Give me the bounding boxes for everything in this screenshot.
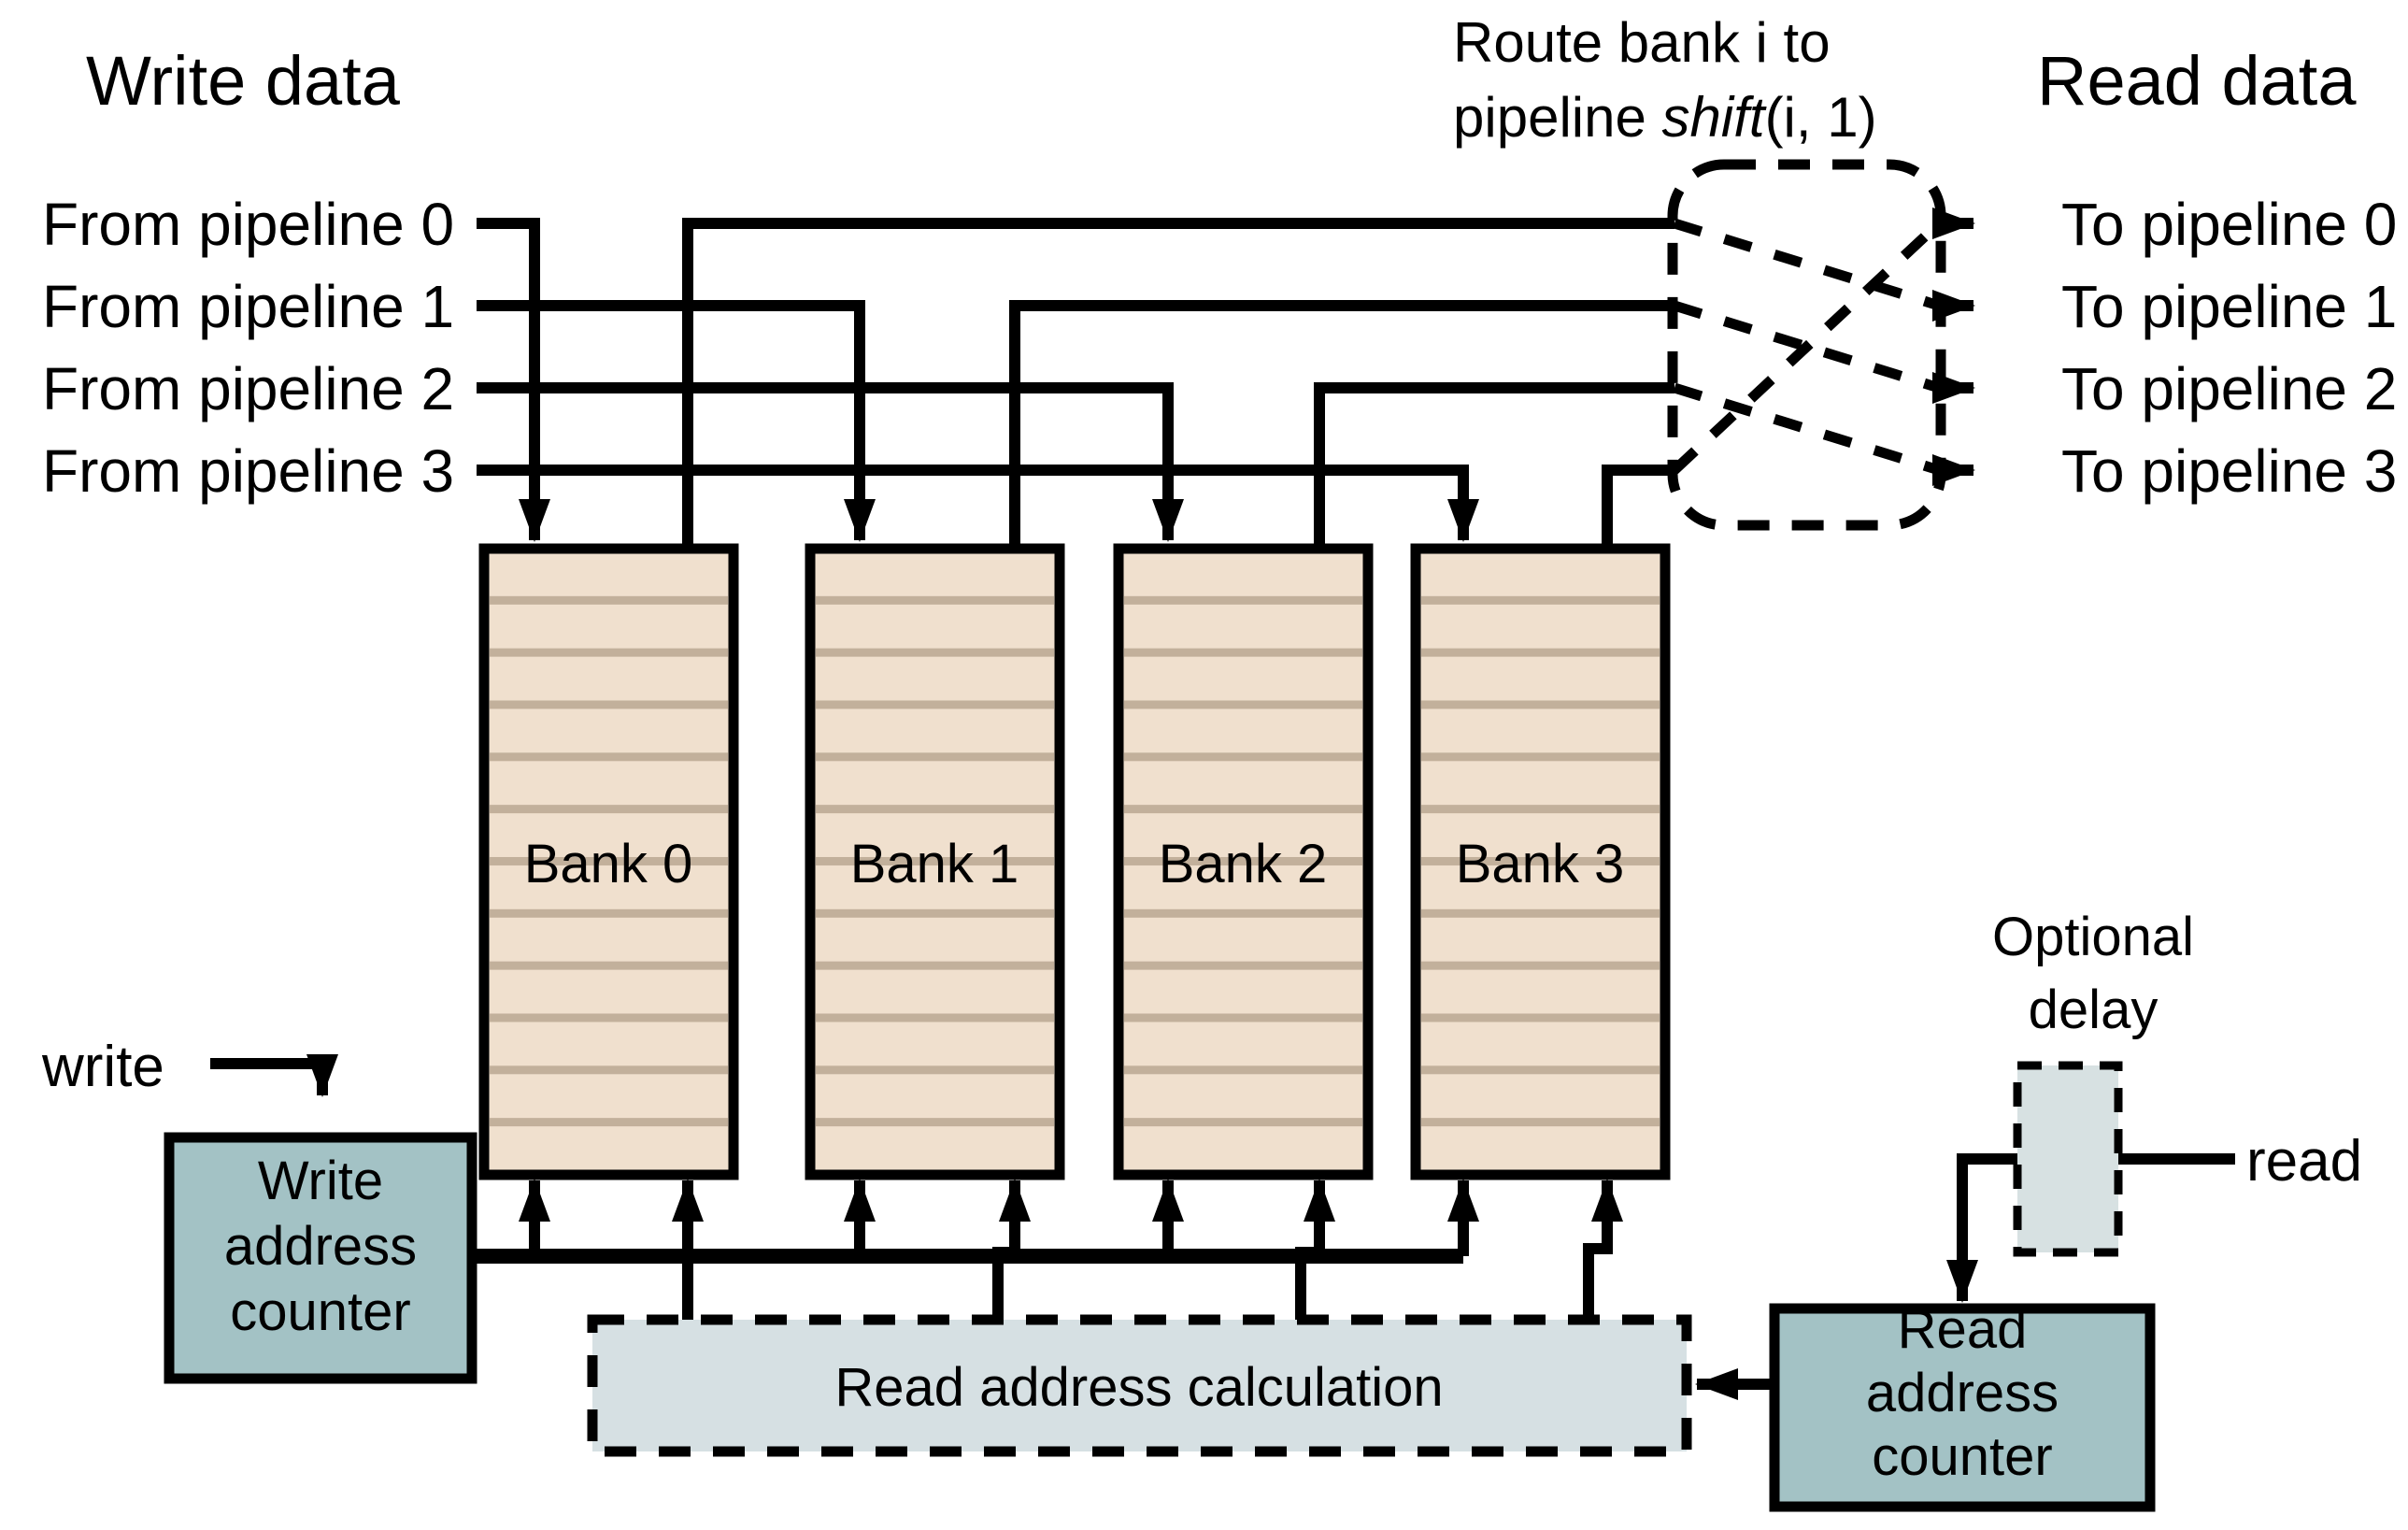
router-note-line1: Route bank i to: [1453, 11, 1831, 74]
bank-1-rows: [816, 553, 1054, 1170]
bank-2-border: [1113, 543, 1374, 1180]
bank-3-rows: [1421, 553, 1660, 1170]
pipeline-input-label-2: From pipeline 2: [42, 355, 454, 422]
bank-1: Bank 1: [805, 543, 1065, 1180]
read-address-arrow-2: [1295, 1179, 1335, 1320]
optional-delay-box: [2013, 1061, 2123, 1257]
router-note-line2-suffix: (i, 1): [1765, 86, 1877, 149]
write-drop-line-2: [477, 382, 1184, 542]
write-drop-line-0: [477, 218, 550, 542]
bank-0: Bank 0: [478, 543, 739, 1180]
delay-to-counter-arrow: [1946, 1153, 2017, 1303]
bank-0-rows: [490, 553, 728, 1170]
read-address-arrow-3: [1583, 1179, 1623, 1320]
write-signal-arrow: [210, 1054, 338, 1097]
write-drop-line-3: [477, 465, 1479, 542]
write-signal-label: write: [41, 1035, 164, 1099]
optional-delay-label-line1: Optional: [1992, 907, 2194, 967]
router-cross-line-1: [1673, 300, 1941, 393]
pipeline-input-label-3: From pipeline 3: [42, 437, 454, 505]
read-address-arrow-1: [992, 1179, 1031, 1320]
bank-read-line-0: [682, 218, 1674, 549]
read-signal-label: read: [2246, 1129, 2362, 1194]
pipeline-output-label-3: To pipeline 3: [2061, 437, 2397, 505]
read-address-counter-line2: address: [1866, 1363, 2059, 1423]
bank-2-label: Bank 2: [1159, 834, 1328, 894]
bank-2-rows: [1124, 553, 1362, 1170]
write-address-counter-line3: counter: [230, 1281, 410, 1342]
pipeline-output-label-1: To pipeline 1: [2061, 273, 2397, 340]
bank-0-label: Bank 0: [524, 834, 693, 894]
bank-3: Bank 3: [1410, 543, 1671, 1180]
write-address-counter-line1: Write: [258, 1151, 383, 1211]
router-box: [1667, 159, 1946, 531]
bank-read-line-2: [1314, 382, 1674, 549]
read-address-calculation-box: [587, 1314, 1692, 1457]
bank-1-label: Bank 1: [850, 834, 1019, 894]
router-note-line2: pipeline shift(i, 1): [1453, 86, 1877, 149]
optional-delay-label-line2: delay: [2029, 979, 2159, 1040]
bank-read-line-1: [1009, 300, 1674, 549]
write-address-counter-box: [164, 1132, 477, 1384]
pipeline-output-label-2: To pipeline 2: [2061, 355, 2397, 422]
router-cross-line-3: [1671, 219, 1943, 475]
read-address-counter-line1: Read: [1898, 1299, 2028, 1360]
pipeline-input-label-1: From pipeline 1: [42, 273, 454, 340]
read-address-calculation-label: Read address calculation: [834, 1357, 1443, 1418]
read-data-title: Read data: [2037, 42, 2357, 120]
write-address-counter-line2: address: [224, 1216, 417, 1277]
bank-3-label: Bank 3: [1456, 834, 1625, 894]
bank-1-border: [805, 543, 1065, 1180]
router-cross-line-0: [1673, 218, 1941, 311]
bank-2: Bank 2: [1113, 543, 1374, 1180]
write-drop-line-1: [477, 300, 876, 542]
bank-read-line-3: [1602, 465, 1674, 549]
pipeline-output-label-0: To pipeline 0: [2061, 191, 2397, 258]
read-address-counter-line3: counter: [1872, 1426, 2052, 1487]
bank-0-border: [478, 543, 739, 1180]
bank-3-border: [1410, 543, 1671, 1180]
pipeline-input-label-0: From pipeline 0: [42, 191, 454, 258]
router-cross-line-2: [1673, 382, 1941, 476]
write-data-title: Write data: [86, 42, 401, 120]
read-address-counter-box: [1769, 1303, 2156, 1512]
router-note-shift-italic: shift: [1662, 86, 1767, 149]
router-note-line2-prefix: pipeline: [1453, 86, 1662, 149]
